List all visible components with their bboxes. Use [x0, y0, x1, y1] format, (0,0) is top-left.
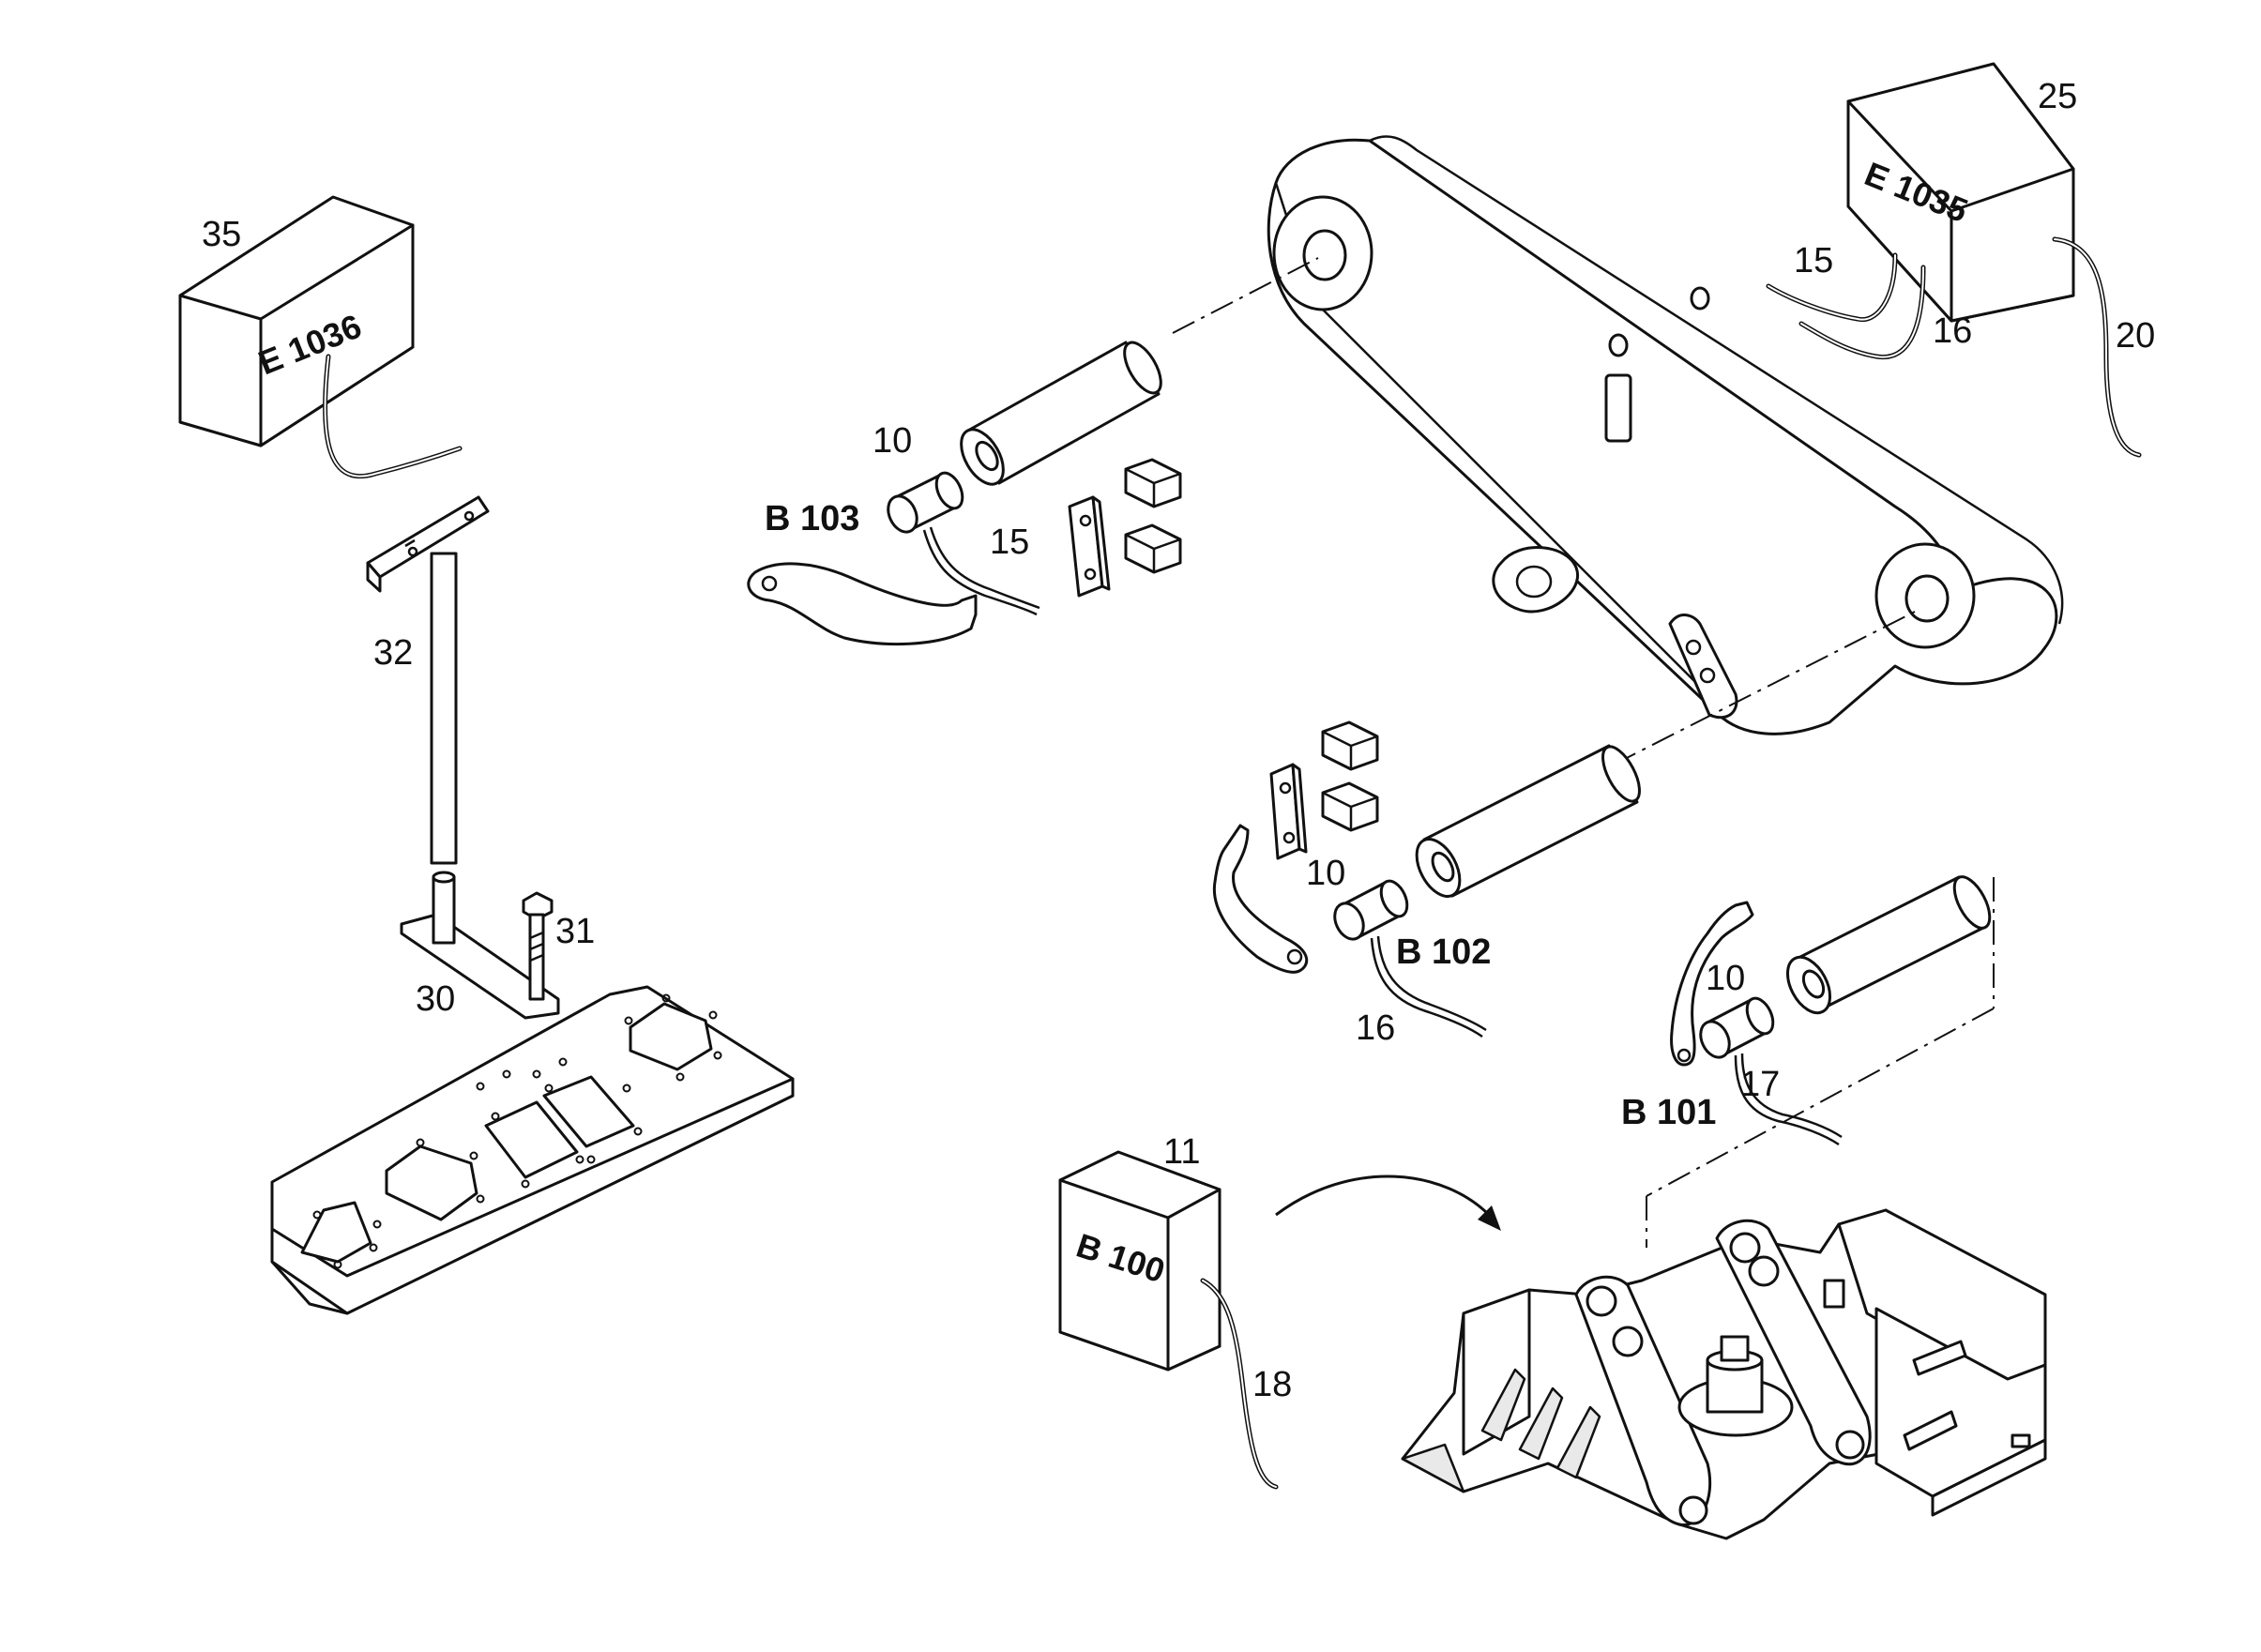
- floor-plate: [270, 985, 795, 1315]
- mounting-rod-32: [366, 495, 490, 865]
- retaining-strap-upper: [747, 562, 978, 646]
- callout-17: 17: [1740, 1065, 1780, 1104]
- axis-line-upper: [1172, 257, 1319, 334]
- sensor-box-b100: B 100: [1058, 1150, 1279, 1490]
- callout-10-middle: 10: [1306, 854, 1345, 893]
- sensor-b102: [1333, 879, 1487, 1038]
- retaining-strap-lower: [1670, 901, 1754, 1067]
- control-box-e1035: E 1035: [1766, 62, 2142, 458]
- pin-middle: [1415, 744, 1641, 898]
- block-pair-upper: [1124, 458, 1182, 574]
- boom-arm: [1267, 135, 2064, 735]
- callout-32: 32: [373, 633, 413, 673]
- callout-31: 31: [555, 912, 595, 951]
- block-pair-middle: [1321, 720, 1379, 832]
- sensor-b103: [887, 471, 1040, 616]
- sensor-label-b103: B 103: [765, 499, 859, 538]
- direction-arrow: [1275, 1175, 1501, 1231]
- sensor-label-b102: B 102: [1396, 932, 1491, 972]
- sensor-label-b101: B 101: [1621, 1093, 1716, 1132]
- pin-upper: [960, 341, 1162, 486]
- spacer-plate-upper: [1068, 495, 1111, 598]
- retaining-strap-middle: [1212, 824, 1309, 974]
- callout-15-middle: 15: [990, 523, 1029, 562]
- callout-15-upper: 15: [1794, 241, 1833, 280]
- callout-10-upper: 10: [873, 421, 912, 461]
- undercarriage-frame: [1401, 1208, 2047, 1540]
- pin-lower-right: [1785, 875, 1992, 1015]
- callout-25: 25: [2038, 77, 2077, 116]
- control-box-e1036: E 1036: [178, 195, 463, 479]
- spacer-plate-middle: [1269, 763, 1308, 860]
- bolt-31: [522, 891, 554, 1001]
- callout-30: 30: [416, 979, 455, 1019]
- callout-10-lower: 10: [1706, 959, 1745, 998]
- callout-11: 11: [1163, 1132, 1200, 1172]
- callout-18: 18: [1252, 1365, 1292, 1404]
- sensor-b101: [1699, 996, 1843, 1146]
- axis-line-lower: [1613, 609, 1920, 765]
- axis-line-diagonal: [1646, 1008, 1995, 1197]
- callout-16-lower: 16: [1356, 1008, 1395, 1048]
- callout-16-upper: 16: [1933, 311, 1972, 351]
- foot-plate-30: [400, 871, 560, 1020]
- callout-20: 20: [2116, 316, 2155, 356]
- callout-35: 35: [202, 215, 241, 254]
